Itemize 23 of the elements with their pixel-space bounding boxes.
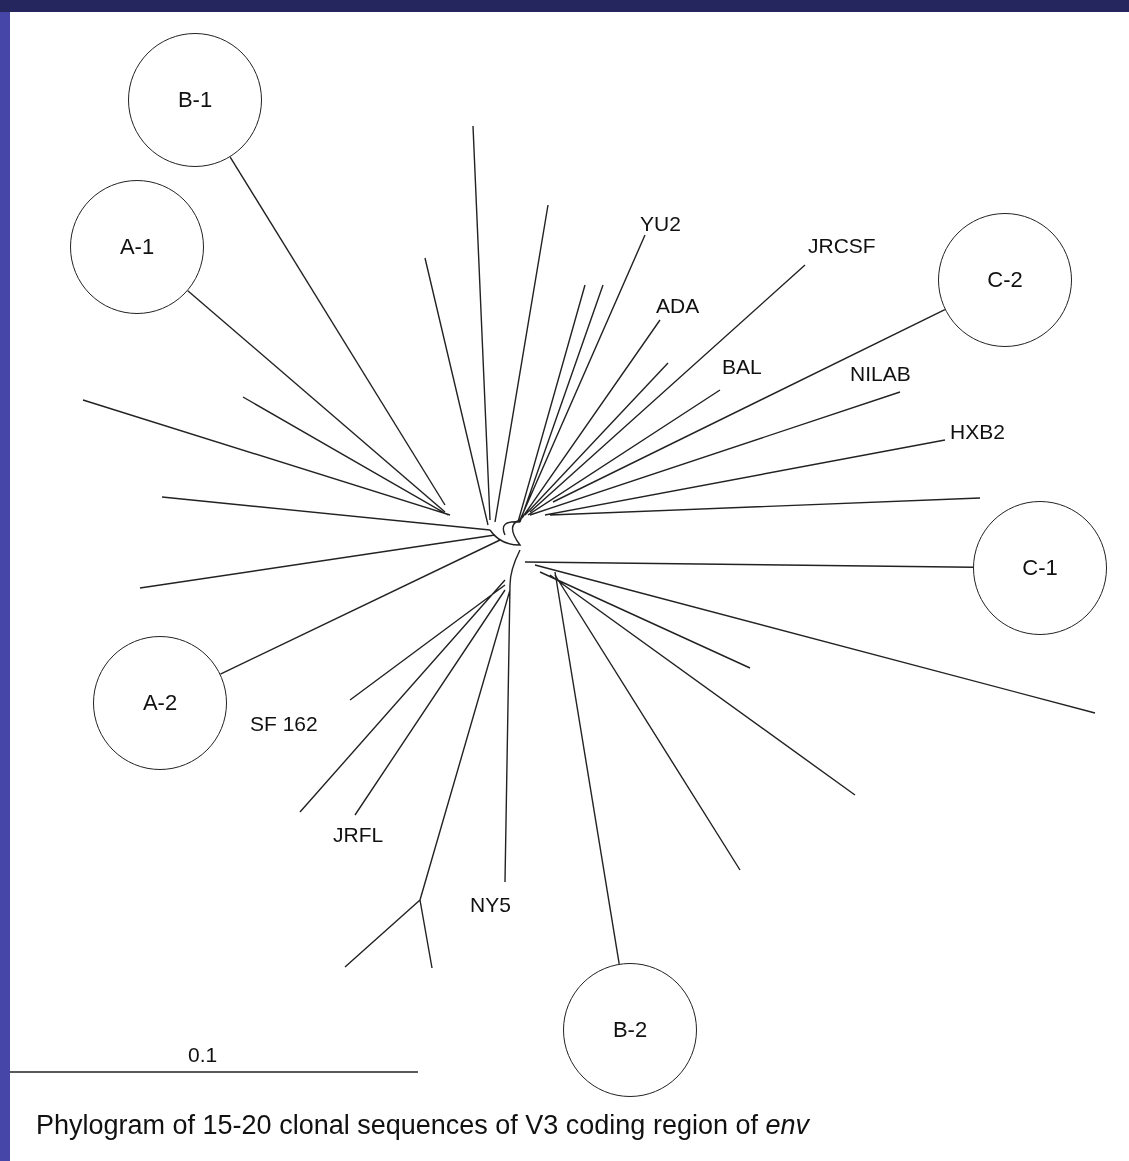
clade-label: C-2 [987, 267, 1023, 293]
strain-label: YU2 [640, 212, 681, 236]
strain-label: JRFL [333, 823, 384, 847]
branch-line [219, 539, 501, 675]
branch-line [229, 156, 446, 506]
clade-label: A-1 [119, 234, 155, 260]
strain-label: HXB2 [950, 420, 1005, 444]
branch-line [554, 571, 620, 965]
strain-label: ADA [656, 294, 700, 318]
strain-label: BAL [722, 355, 762, 379]
clade-label: B-1 [177, 87, 213, 113]
figure-caption: Phylogram of 15-20 clonal sequences of V3 coding region of env [36, 1110, 809, 1141]
strain-label: NY5 [470, 893, 511, 917]
branch-line [524, 561, 974, 568]
strain-label: NILAB [850, 362, 911, 386]
branch-line [552, 308, 946, 503]
strain-label: JRCSF [808, 234, 876, 258]
clade-label: A-2 [142, 690, 178, 716]
strain-label: SF 162 [250, 712, 318, 736]
branch-line [187, 290, 446, 513]
clade-label: C-1 [1022, 555, 1058, 581]
clade-label: B-2 [612, 1017, 648, 1043]
scale-value: 0.1 [188, 1043, 218, 1067]
